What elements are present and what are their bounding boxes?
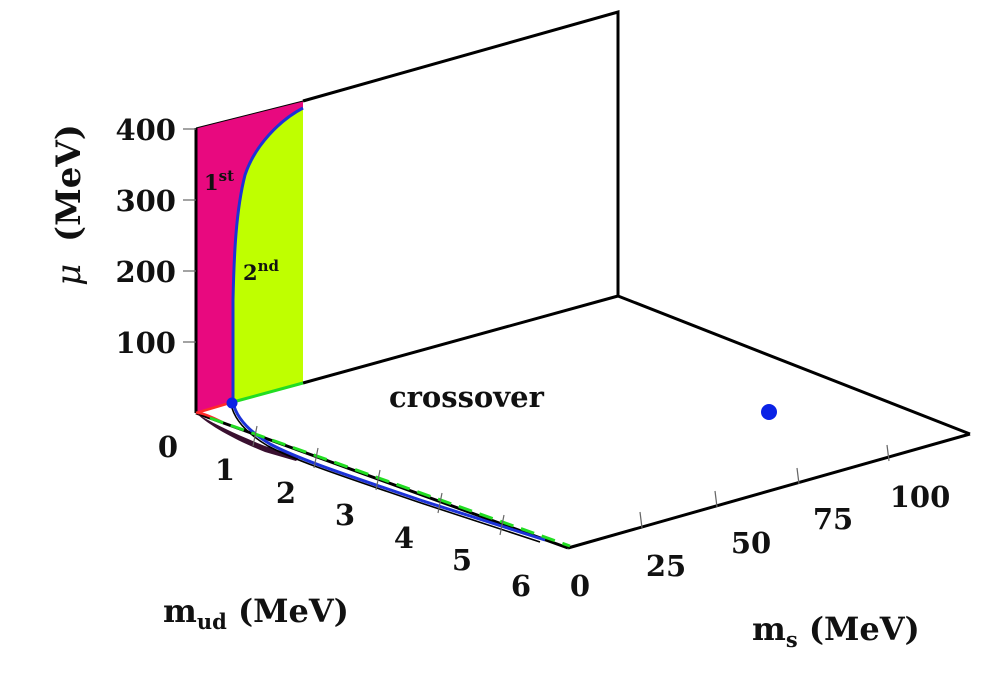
- mud-tick-label: 1: [215, 453, 235, 487]
- mud-tick-label: 4: [394, 521, 414, 555]
- mud-tick-mark: [313, 447, 319, 469]
- mu-tick-label: 100: [115, 326, 176, 360]
- mu-tick-label: 200: [115, 255, 176, 289]
- ms-tick-label: 50: [731, 526, 771, 560]
- mud-tick-label: 5: [452, 543, 472, 577]
- ms-tick-label: 0: [570, 569, 590, 603]
- mud-tick-label: 0: [158, 430, 178, 464]
- mud-label-sub: ud: [197, 609, 227, 634]
- dashed-boundary-line: [209, 416, 571, 548]
- tricritical-boundary-curve: [231, 106, 304, 402]
- ms-tick-mark: [639, 511, 643, 529]
- back-plane-frame: [302, 10, 620, 296]
- svg-text:μ (MeV): μ (MeV): [49, 124, 89, 286]
- mu-unit: (MeV): [49, 124, 89, 242]
- second-order-label-base: 2: [243, 260, 258, 285]
- mu-ticks: [183, 128, 196, 343]
- second-order-label-sup: nd: [258, 257, 280, 275]
- mud-label-unit: (MeV): [227, 592, 349, 630]
- back-plane-floor-edge: [302, 294, 619, 385]
- ms-tick-label: 100: [890, 480, 951, 514]
- floor-right-edge: [617, 294, 971, 436]
- first-order-region: [196, 101, 303, 413]
- ms-tick-label: 75: [813, 502, 853, 536]
- mud-tick-mark: [375, 469, 381, 491]
- ms-label-unit: (MeV): [798, 610, 920, 648]
- ms-axis-line: [567, 432, 971, 550]
- ms-label-sub: s: [786, 627, 798, 652]
- mu-symbol: μ: [49, 264, 89, 286]
- mud-tick-label: 3: [335, 498, 355, 532]
- second-order-label: 2nd: [243, 257, 280, 285]
- mud-axis-label: mud (MeV): [163, 592, 349, 634]
- second-order-region: [233, 108, 303, 402]
- mud-tick-mark: [252, 425, 258, 447]
- tricritical-point-floor: [761, 404, 777, 420]
- ms-axis-label: ms (MeV): [752, 610, 920, 652]
- floor-boundary-curve-black: [230, 403, 541, 543]
- side-plane-top-edge: [195, 100, 304, 129]
- ms-tick-mark: [796, 467, 800, 485]
- ms-label-main: m: [752, 610, 786, 648]
- floor-boundary-curve: [231, 401, 546, 542]
- first-order-label: 1st: [204, 167, 234, 195]
- ms-tick-mark: [714, 490, 718, 508]
- first-order-label-base: 1: [204, 170, 219, 195]
- ms-tick-mark: [886, 444, 890, 462]
- mud-tick-label: 2: [276, 476, 296, 510]
- critical-line-green: [232, 381, 304, 404]
- mud-tick-label: 6: [511, 569, 531, 603]
- mu-axis-label: μ (MeV): [49, 124, 89, 286]
- ms-ticks: [639, 444, 890, 529]
- tricritical-point: [226, 397, 238, 409]
- mud-ticks: [252, 425, 505, 536]
- ms-tick-label: 25: [646, 549, 686, 583]
- mud-label-main: m: [163, 592, 197, 630]
- first-order-label-sup: st: [219, 167, 234, 185]
- mu-tick-label: 400: [115, 113, 176, 147]
- crossover-label: crossover: [389, 380, 545, 414]
- mud-tick-mark: [437, 492, 443, 514]
- mud-tick-mark: [499, 514, 505, 536]
- mu-tick-label: 300: [115, 184, 176, 218]
